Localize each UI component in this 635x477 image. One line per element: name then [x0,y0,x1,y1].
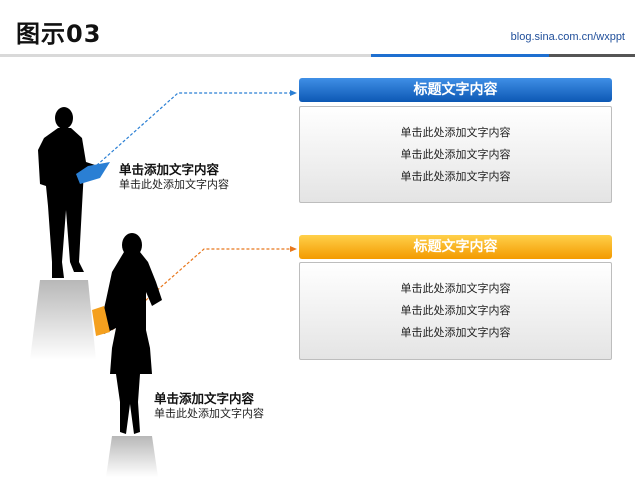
person-2-text: 单击添加文字内容 单击此处添加文字内容 [154,391,264,421]
blue-folder-icon [76,162,110,184]
header-rule [0,54,635,57]
box-1-body: 单击此处添加文字内容 单击此处添加文字内容 单击此处添加文字内容 [299,106,612,203]
slide-title: 图示03 [16,20,102,48]
person-1-subtitle: 单击此处添加文字内容 [119,178,229,191]
businesswoman-silhouette-icon [92,233,162,477]
person-1-title: 单击添加文字内容 [119,162,220,177]
person-2-subtitle: 单击此处添加文字内容 [154,407,264,420]
connector-line-orange [111,248,290,331]
connector-arrow-blue [290,90,297,96]
person-1-text: 单击添加文字内容 单击此处添加文字内容 [119,162,229,192]
header-rule-blue-segment [371,54,549,57]
box-2-line-1: 单击此处添加文字内容 [400,282,511,295]
box-1-line-1: 单击此处添加文字内容 [400,125,511,139]
person-2-title: 单击添加文字内容 [154,391,255,406]
box-2-line-3: 单击此处添加文字内容 [400,326,511,339]
header-rule-dark-segment [549,54,635,57]
box-1-line-3: 单击此处添加文字内容 [400,169,511,183]
box-1-line-2: 单击此处添加文字内容 [400,147,511,161]
box-2-body: 单击此处添加文字内容 单击此处添加文字内容 单击此处添加文字内容 [299,262,612,360]
box-2-line-2: 单击此处添加文字内容 [400,304,511,317]
businessman-silhouette-icon [30,107,110,360]
connector-arrow-orange [290,246,297,252]
blog-link[interactable]: blog.sina.com.cn/wxppt [510,31,625,43]
orange-folder-icon [92,306,110,336]
box-2-header: 标题文字内容 [299,235,612,259]
box-1-header: 标题文字内容 [299,78,612,102]
